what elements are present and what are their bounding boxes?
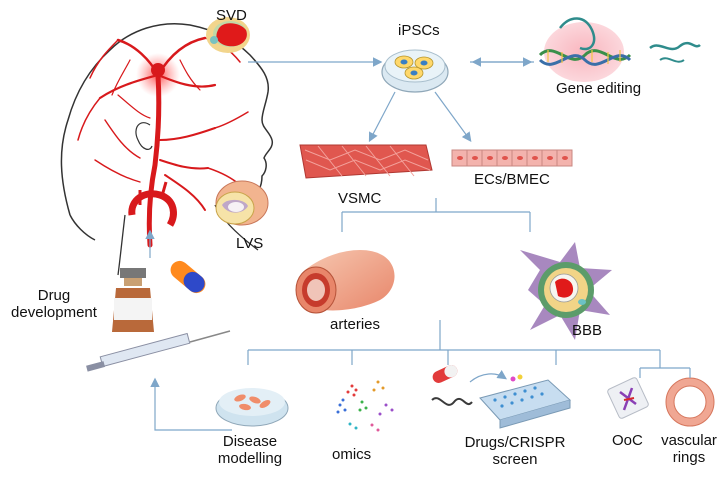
vascular-rings-label: vascular rings: [655, 432, 723, 467]
svd-label: SVD: [216, 7, 247, 24]
drug-development-label: Drug development: [4, 287, 104, 322]
disease-modelling-label: Disease modelling: [210, 433, 290, 468]
artery-tube-icon: [295, 250, 395, 314]
omics-scatter-icon: [336, 380, 394, 432]
disease-dish-icon: [215, 388, 289, 427]
svd-vessel-icon: [206, 17, 250, 53]
ipscs-label: iPSCs: [398, 22, 440, 39]
vsmc-label: VSMC: [338, 190, 382, 207]
ipscs-dish-icon: [381, 49, 449, 93]
bbb-label: BBB: [572, 322, 603, 339]
gene-editing-icon: [538, 17, 701, 82]
drugs-label-line1: Drugs/CRISPR: [464, 434, 566, 451]
gene-editing-label: Gene editing: [556, 80, 642, 97]
vascular-label-line1: vascular: [661, 432, 717, 449]
arteries-label: arteries: [330, 316, 381, 333]
vsmc-tissue-icon: [299, 144, 433, 179]
vascular-ring-icon: [665, 377, 715, 427]
drug-label-line2: development: [11, 304, 97, 322]
connector-lines: [145, 57, 691, 431]
crispr-plate-icon: [431, 365, 572, 429]
ecs-bmec-label: ECs/BMEC: [474, 171, 550, 188]
drugs-crispr-label: Drugs/CRISPR screen: [460, 434, 570, 469]
head-illustration: [60, 23, 274, 276]
ooc-chip-icon: [607, 377, 649, 419]
disease-label-line1: Disease: [222, 433, 278, 450]
drug-vial-icon: [112, 268, 154, 332]
drugs-label-line2: screen: [492, 451, 538, 469]
omics-label: omics: [332, 446, 372, 463]
syringe-icon: [86, 330, 231, 372]
capsule-icon: [170, 260, 206, 294]
ec-bmec-cells-icon: [451, 149, 573, 167]
bbb-icon: [520, 242, 612, 340]
lvs-label: LVS: [236, 235, 264, 252]
disease-label-line2: modelling: [217, 450, 283, 468]
ooc-label: OoC: [612, 432, 643, 449]
drug-label-line1: Drug: [37, 287, 71, 304]
vascular-label-line2: rings: [672, 449, 706, 467]
lvs-vessel-icon: [215, 180, 269, 226]
